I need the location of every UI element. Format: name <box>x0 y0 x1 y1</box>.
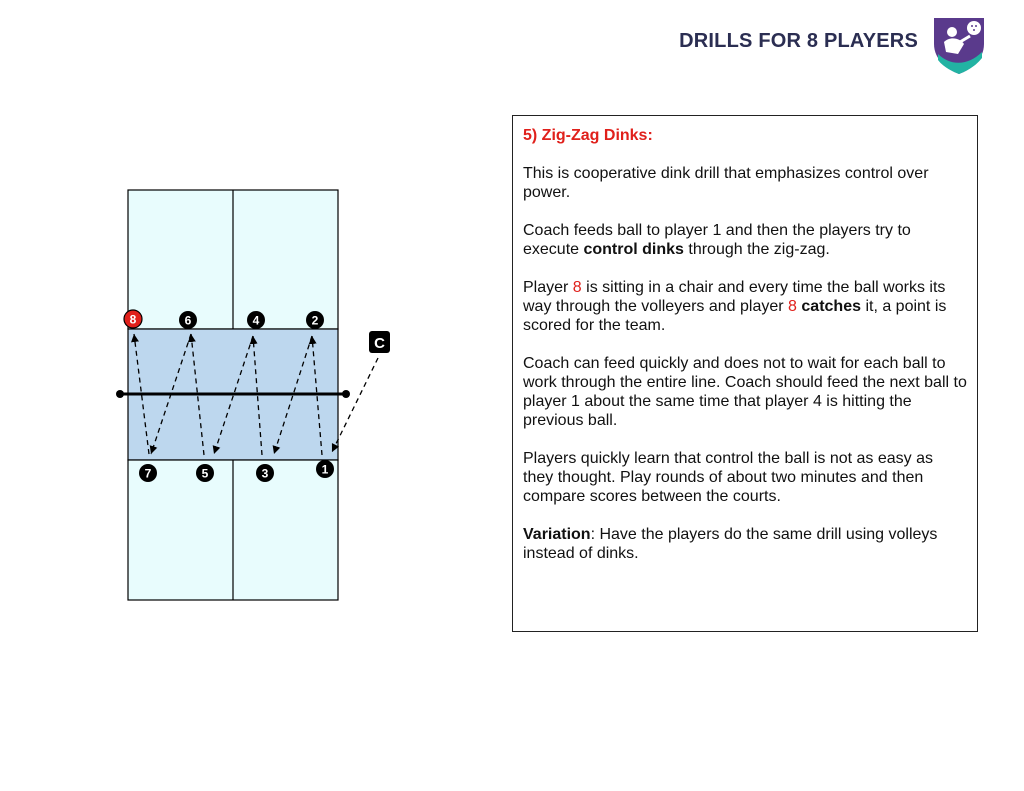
net-post-right <box>342 390 350 398</box>
emphasis-catches: catches <box>801 298 861 315</box>
coach-marker: C <box>369 331 390 353</box>
player-8-ref: 8 <box>788 298 797 315</box>
text-run: it, a point is scored for the team. <box>523 298 947 334</box>
text-run: Coach feeds ball to player 1 and then th… <box>523 222 911 258</box>
player-5: 5 <box>196 464 214 482</box>
player-7: 7 <box>139 464 157 482</box>
text-run: through the zig-zag. <box>683 241 830 258</box>
player-2: 2 <box>306 311 324 329</box>
desc-paragraph-2: Coach feeds ball to player 1 and then th… <box>523 221 967 259</box>
arrow-5-to-6 <box>187 333 205 456</box>
variation-label: Variation <box>523 526 591 543</box>
desc-paragraph-6: Variation: Have the players do the same … <box>523 525 967 563</box>
player-1: 1 <box>316 460 334 478</box>
svg-text:4: 4 <box>253 314 260 328</box>
text-run: : Have the players do the same drill usi… <box>523 526 938 562</box>
drill-title: 5) Zig-Zag Dinks: <box>523 127 653 144</box>
arrow-7-to-8 <box>131 333 150 455</box>
drill-description-box: 5) Zig-Zag Dinks: This is cooperative di… <box>512 115 978 632</box>
desc-paragraph-5: Players quickly learn that control the b… <box>523 450 933 505</box>
desc-paragraph-3: Player 8 is sitting in a chair and every… <box>523 278 967 335</box>
pickleball-logo-icon <box>934 18 984 74</box>
arrow-4-to-5 <box>212 335 254 455</box>
desc-paragraph-1: This is cooperative dink drill that emph… <box>523 165 929 201</box>
player-4: 4 <box>247 311 265 329</box>
desc-paragraph-4: Coach can feed quickly and does not to w… <box>523 355 967 429</box>
emphasis-control-dinks: control dinks <box>583 241 684 258</box>
svg-text:2: 2 <box>312 314 319 328</box>
svg-text:5: 5 <box>202 467 209 481</box>
arrow-coach-to-1 <box>331 357 379 453</box>
page-header: DRILLS FOR 8 PLAYERS <box>0 0 1024 80</box>
player-8-ref: 8 <box>572 279 582 296</box>
svg-text:1: 1 <box>322 463 329 477</box>
player-8: 8 <box>123 309 143 329</box>
arrow-3-to-4 <box>249 335 263 456</box>
net-post-left <box>116 390 124 398</box>
arrow-2-to-3 <box>272 335 313 455</box>
arrow-1-to-2 <box>308 335 323 456</box>
svg-text:8: 8 <box>130 313 137 327</box>
player-3: 3 <box>256 464 274 482</box>
arrow-6-to-7 <box>149 333 192 455</box>
svg-text:6: 6 <box>185 314 192 328</box>
svg-text:C: C <box>374 335 385 352</box>
text-run: is sitting in a chair and every time the… <box>523 279 946 315</box>
text-run: Player <box>523 279 573 296</box>
svg-text:3: 3 <box>262 467 269 481</box>
page-title: DRILLS FOR 8 PLAYERS <box>679 30 918 52</box>
player-6: 6 <box>179 311 197 329</box>
svg-text:7: 7 <box>145 467 152 481</box>
